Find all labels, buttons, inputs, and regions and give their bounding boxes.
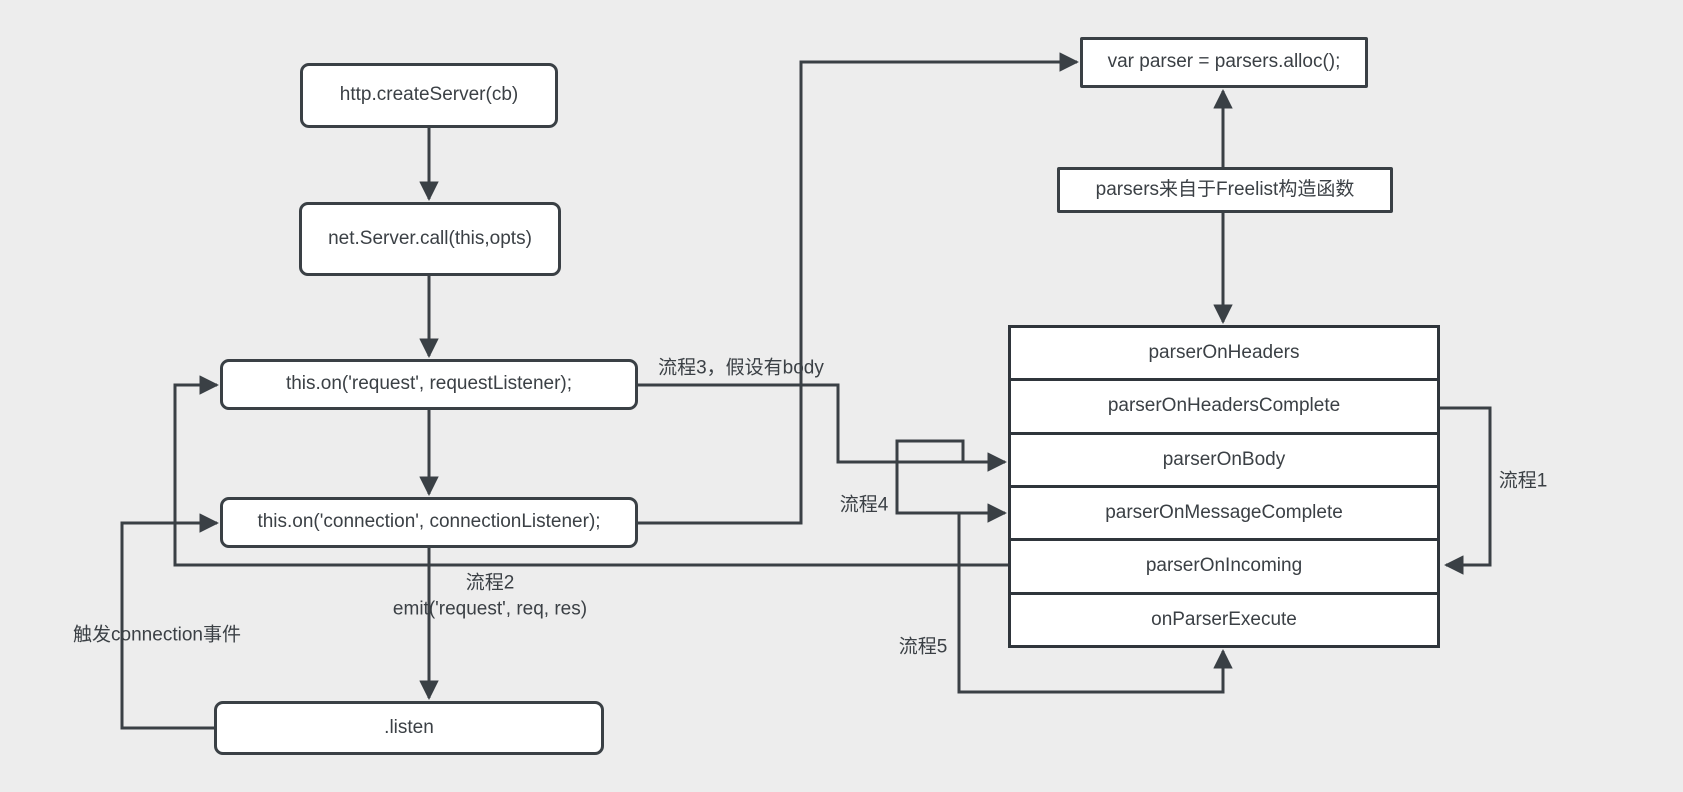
stack-row-parseronincoming: parserOnIncoming xyxy=(1011,538,1437,592)
stack-row-parseronbody: parserOnBody xyxy=(1011,431,1437,485)
node-on-connection: this.on('connection', connectionListener… xyxy=(220,497,638,548)
arrow-onincoming-to-onrequest xyxy=(173,375,1008,567)
label-flow2-line2: emit('request', req, res) xyxy=(392,598,588,619)
stack-row-parseronmessagecomplete: parserOnMessageComplete xyxy=(1011,484,1437,539)
line-jump-rectangle xyxy=(895,439,965,462)
node-var-parser-alloc: var parser = parsers.alloc(); xyxy=(1080,37,1368,88)
node-http-createserver: http.createServer(cb) xyxy=(300,63,558,128)
label-flow2-emit-request: 流程2 emit('request', req, res) xyxy=(393,570,587,621)
stack-row-onparserexecute: onParserExecute xyxy=(1011,591,1437,645)
node-parsers-freelist-note: parsers来自于Freelist构造函数 xyxy=(1057,167,1393,213)
stack-row-parseronheaders: parserOnHeaders xyxy=(1011,328,1437,379)
parser-callback-stack: parserOnHeaders parserOnHeadersComplete … xyxy=(1008,325,1440,648)
arrow-listen-trigger-to-onconnection xyxy=(120,513,219,730)
node-listen: .listen xyxy=(214,701,604,755)
label-trigger-connection-event: 触发connection事件 xyxy=(73,624,241,646)
arrow-flow4-to-parseronmessagecomplete xyxy=(895,462,1007,523)
node-net-server-call: net.Server.call(this,opts) xyxy=(299,202,561,276)
label-flow4: 流程4 xyxy=(839,494,889,516)
arrow-onconnection-to-varparser xyxy=(638,52,1079,525)
node-on-request: this.on('request', requestListener); xyxy=(220,359,638,410)
arrow-flow1-headerscomplete-to-onincoming xyxy=(1440,406,1492,575)
arrow-flow3-onrequest-to-parseronbody xyxy=(638,383,1007,472)
arrow-flow5-to-onparserexecute xyxy=(957,513,1233,694)
stack-row-parseronheaderscomplete: parserOnHeadersComplete xyxy=(1011,378,1437,432)
label-flow3: 流程3，假设有body xyxy=(658,357,824,379)
label-flow2-line1: 流程2 xyxy=(465,572,515,594)
label-flow5: 流程5 xyxy=(898,636,948,658)
label-flow1: 流程1 xyxy=(1498,470,1548,492)
